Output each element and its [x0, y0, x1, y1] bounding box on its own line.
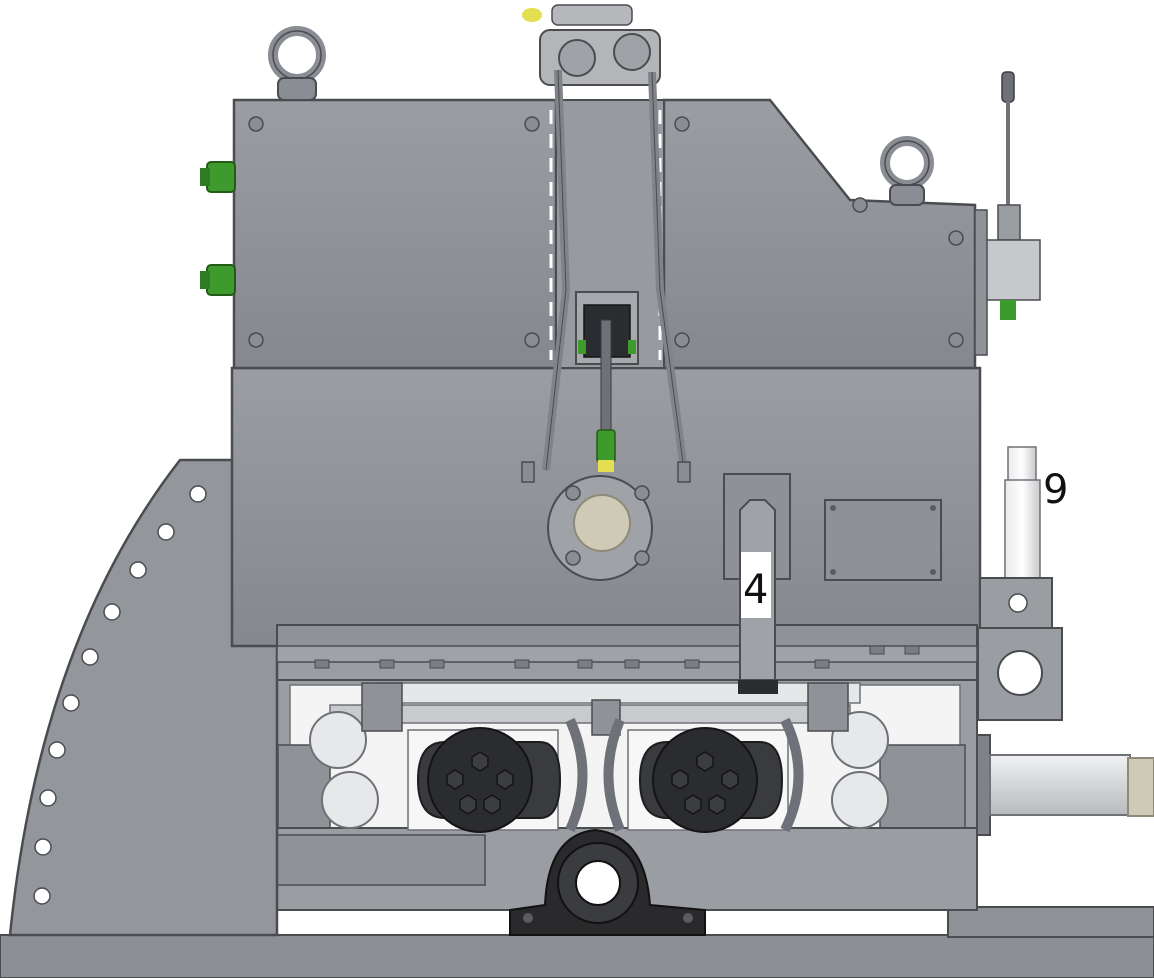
cylinder-9: [977, 446, 1063, 721]
lifting-eye-icon: [880, 136, 934, 206]
label-4-background: [741, 552, 771, 618]
part-label-9: 9: [1043, 467, 1068, 513]
bolt-head-icon: [200, 264, 236, 296]
drive-wheel-icon: [638, 727, 784, 833]
output-shaft: [959, 734, 1154, 836]
right-base-plate: [947, 906, 1154, 938]
housing-upper: [232, 98, 977, 370]
pillow-block-bearing-icon: [509, 828, 706, 936]
quadrant-side-plate: [8, 458, 279, 937]
bolt-head-icon: [200, 161, 236, 193]
part-label-4: 4: [743, 567, 768, 613]
control-valve: [974, 71, 1041, 356]
lifting-eye-icon: [268, 26, 326, 101]
central-clamp: [575, 291, 639, 472]
drive-wheel-icon: [416, 727, 562, 833]
top-linkage: [521, 4, 691, 483]
base-platform: [0, 934, 1154, 978]
